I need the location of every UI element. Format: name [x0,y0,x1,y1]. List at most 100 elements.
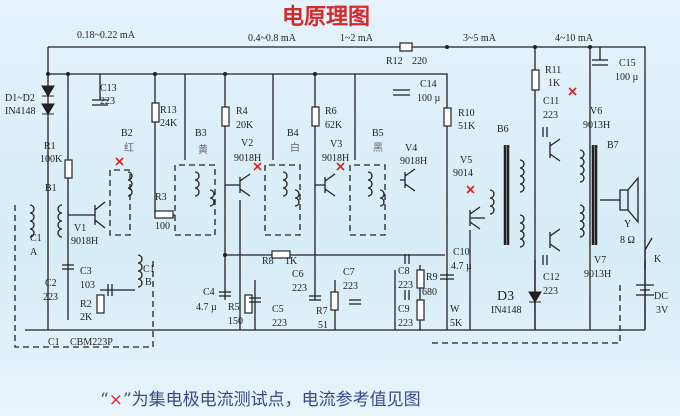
component-label: C4 [203,287,215,298]
coils [29,145,598,288]
capacitor-c5 [249,297,261,303]
coil-b6-primary [489,189,495,215]
component-label: 9018H [234,153,261,164]
component-label: D3 [497,289,514,304]
component-label: 4.7 µ [451,261,472,272]
component-label: 100K [40,154,63,165]
component-label: R3 [155,192,167,203]
component-label: 1K [548,78,561,89]
test-point-x [336,162,345,171]
component-label: 3V [656,305,669,316]
capacitor-c12 [542,255,548,265]
component-label: 51K [458,121,476,132]
component-label: R7 [316,306,328,317]
component-label: B3 [195,128,207,139]
resistor-r10 [443,107,452,127]
current-label: 0.4~0.8 mA [248,33,297,44]
page-title: 电原理图 [282,5,370,30]
component-label: IN4148 [491,305,522,316]
diode-d3 [528,291,542,303]
current-label: 0.18~0.22 mA [77,30,136,41]
capacitor-c3 [107,284,113,296]
switch-k[interactable] [644,237,653,270]
component-label: 62K [325,120,343,131]
component-label: R9 [426,272,438,283]
component-label: DC [654,291,668,302]
current-label: 4~10 mA [555,33,594,44]
test-point-x [253,162,262,171]
transformer-cores [503,145,598,245]
component-label: C3 [80,266,92,277]
transistor-v7 [549,228,561,252]
component-label: V7 [594,255,606,266]
capacitors [62,59,608,305]
component-label: 223 [343,281,358,292]
transistor-v6 [549,138,561,162]
legend-note: “×”为集电极电流测试点，电流参考值见图 [100,390,421,410]
current-label: 1~2 mA [340,33,374,44]
test-point-x [115,157,124,166]
capacitor-c11 [542,127,548,137]
component-label: R5 [228,302,240,313]
component-label: 2K [80,312,93,323]
capacitor-c8 [404,254,410,264]
capacitor-c7 [349,299,361,305]
component-label: B5 [372,128,384,139]
dashed-enclosures [14,164,621,348]
component-label: R1 [44,141,56,152]
component-label: R11 [545,65,561,76]
capacitor-c10 [440,274,454,280]
component-label: Y [624,219,631,230]
component-label: R6 [325,106,337,117]
component-label: R8 [262,256,274,267]
component-label: C5 [272,304,284,315]
component-label: B [145,277,152,288]
component-label: 20K [236,120,254,131]
component-label: 51 [318,320,328,331]
component-label: B6 [497,124,509,135]
component-label: B1 [45,183,57,194]
component-label: 150 [228,316,243,327]
coil-b1-secondary [57,204,63,238]
component-label: 9018H [322,153,349,164]
component-label: 9013H [584,269,611,280]
diode-d1-d2 [41,85,55,115]
component-label: B4 [287,128,299,139]
component-label: 103 [80,280,95,291]
component-label: C11 [543,96,559,107]
resistor-r6 [311,106,320,127]
capacitor-c15 [592,59,608,66]
component-label: D1~D2 [5,93,35,104]
component-label: A [30,247,38,258]
resistor-r8 [271,250,291,259]
component-label: C14 [420,79,437,90]
component-label: C8 [398,266,410,277]
coil-b5 [367,171,385,207]
resistor-r1 [64,159,73,179]
component-label: 5K [450,318,463,329]
resistor-r13 [151,102,160,123]
coil-b1 [29,204,35,238]
capacitor-c4 [219,291,231,297]
component-label: 100 µ [417,93,441,104]
transistor-v2 [239,173,251,197]
component-label: V3 [330,139,342,150]
component-label: 220 [412,56,427,67]
component-label: 680 [422,287,437,298]
component-label: “ [100,390,109,410]
test-point-marks [115,87,577,194]
component-label: C1 [30,233,42,244]
component-label: C2 [45,278,57,289]
coil-b4 [282,171,300,207]
component-label: V5 [460,155,472,166]
component-label: B2 [121,128,133,139]
resistor-r11 [531,69,540,91]
component-label: V6 [590,106,602,117]
component-label: IN4148 [5,106,36,117]
component-label: R12 [386,56,403,67]
component-label: 黑 [373,142,383,154]
capacitor-c6 [309,295,321,301]
component-label: B7 [607,140,619,151]
